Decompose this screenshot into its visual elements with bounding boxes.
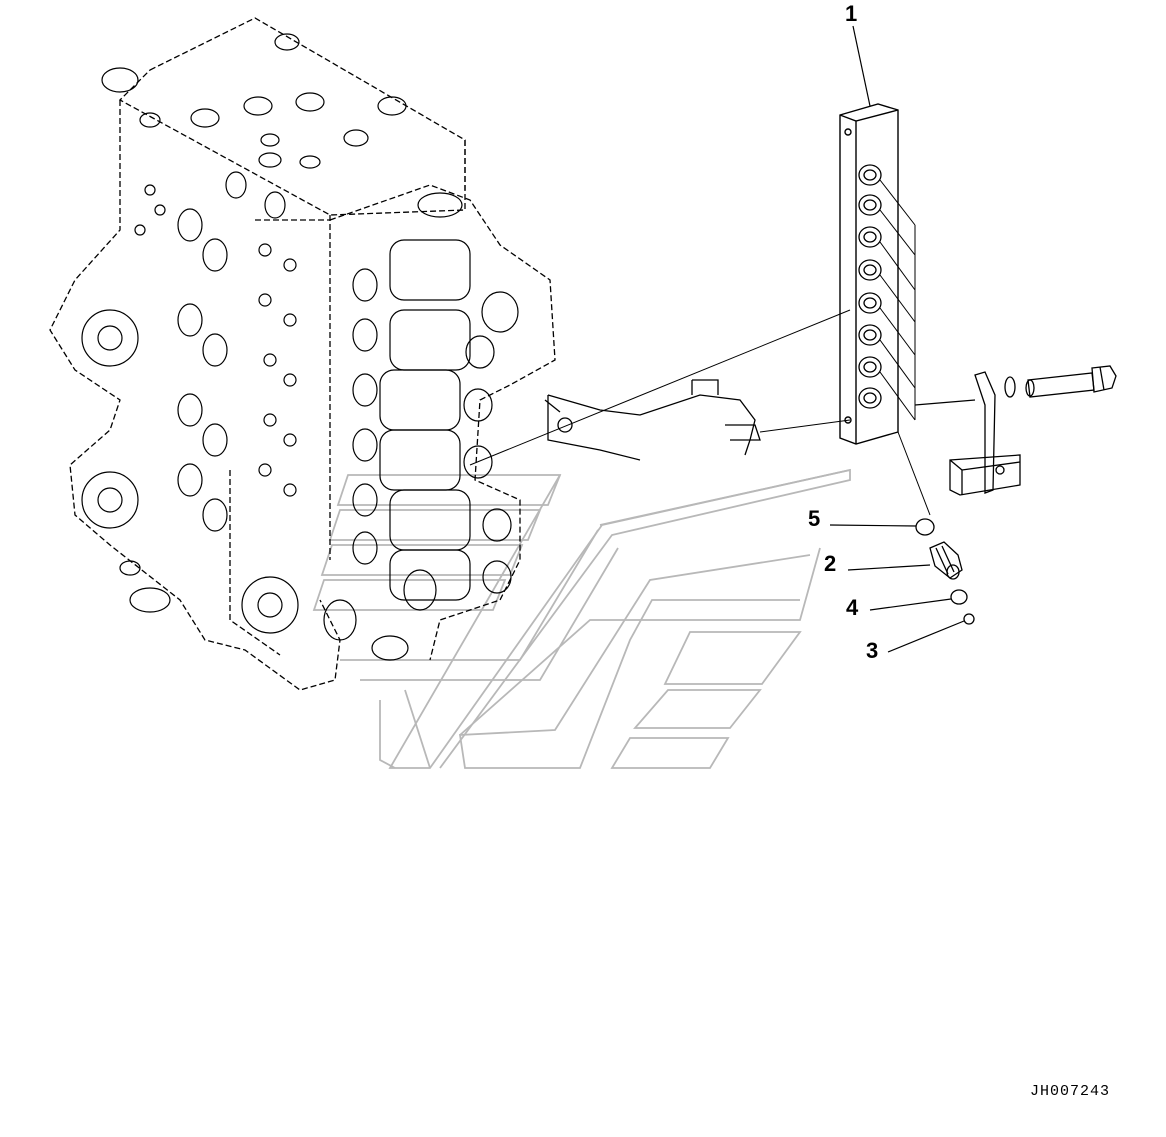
- callout-5: 5: [808, 506, 821, 531]
- control-valve-illustration: [49, 17, 556, 691]
- control-valve-details: [81, 33, 519, 661]
- callout-1: 1: [845, 1, 858, 26]
- callout-3: 3: [866, 638, 879, 663]
- bracket-pipe: [544, 379, 761, 461]
- o-ring-small-part: [963, 613, 975, 625]
- mounting-hardware: [914, 365, 1117, 496]
- plug-part: [915, 518, 935, 536]
- fitting-part: [929, 541, 963, 580]
- manifold-hatch: [879, 179, 931, 516]
- callout-2: 2: [824, 551, 837, 576]
- callout-leaders: [829, 25, 965, 653]
- callout-4: 4: [846, 595, 859, 620]
- watermark-logo: [312, 468, 851, 769]
- drawing-id: JH007243: [1030, 1083, 1111, 1100]
- o-ring-medium-part: [950, 589, 968, 605]
- manifold-ports: [858, 164, 882, 409]
- leader-lines: [469, 309, 851, 466]
